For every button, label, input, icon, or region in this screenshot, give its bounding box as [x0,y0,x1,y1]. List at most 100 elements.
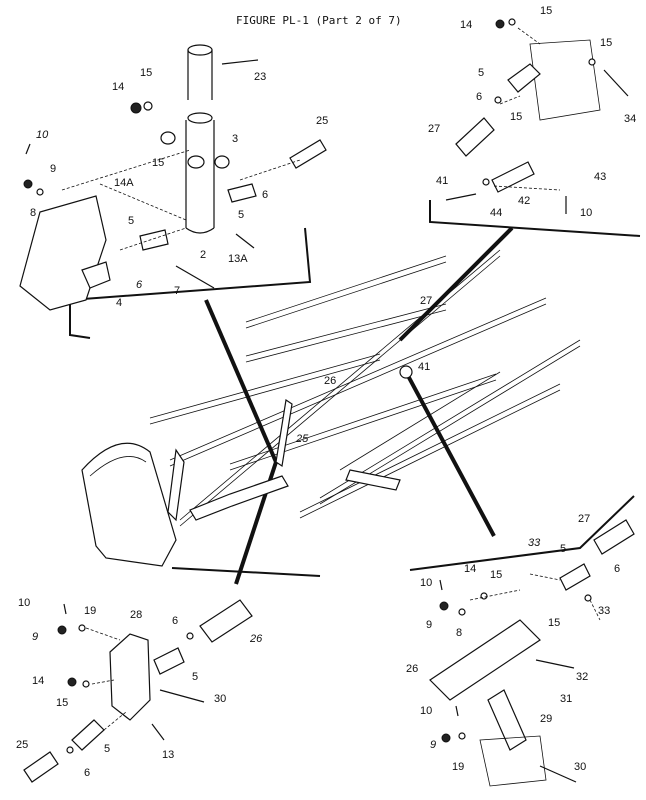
washer-8 [36,188,44,196]
callout-44: 44 [490,207,502,219]
rod-end-25 [289,139,327,169]
callout-14-br: 14 [464,563,476,575]
callout-8-br: 8 [456,627,462,639]
callout-27-br: 27 [578,513,590,525]
callout-5-bl: 5 [192,671,198,683]
panel-border-bl [171,567,321,577]
rod-end-26-bl [199,599,253,643]
bolt-30-bl [159,689,205,703]
callout-43: 43 [594,171,606,183]
callout-25-mid: 25 [295,433,309,445]
washer-15 [143,101,153,111]
callout-7: 7 [174,285,180,297]
callout-14a: 14A [114,177,134,189]
callout-42: 42 [518,195,530,207]
connector-tr [398,226,514,342]
rod-end-5-left [139,229,169,251]
callouts-bottom-right: 27 33 5 6 10 14 15 33 9 8 15 26 32 31 10… [406,513,620,773]
panel-border-tl-left [69,300,91,339]
callout-10-bl: 10 [18,597,30,609]
connector-tl [204,299,278,463]
callout-30-br: 30 [574,761,586,773]
callout-27-tr: 27 [428,123,440,135]
callout-13a: 13A [228,253,248,265]
callout-15b: 15 [152,157,164,169]
cotter-pin-10 [25,143,31,155]
bracket-housing [19,195,107,311]
callout-15: 15 [140,67,152,79]
rod-end-5-bl2 [71,719,105,751]
callout-10-tr: 10 [580,207,592,219]
callout-27-mid: 27 [420,295,432,307]
callout-14-bl: 14 [32,675,44,687]
callout-6-br: 6 [614,563,620,575]
control-tube [160,44,230,234]
callout-15-bl: 15 [56,697,68,709]
panel-border-tr [429,200,641,237]
callout-6-bl2: 6 [84,767,90,779]
callout-19-bl: 19 [84,605,96,617]
callout-9-br: 9 [426,619,432,631]
callout-26-br: 26 [406,663,418,675]
callout-9: 9 [50,163,56,175]
callout-15-tr: 15 [540,5,552,17]
bolt-7 [175,265,215,289]
callouts-top-left: 23 15 14 3 25 10 9 15 14A 8 6 5 5 2 13A … [30,67,328,309]
callout-9-br2: 9 [430,739,436,751]
panel-border-br [409,495,635,571]
bellcrank-29 [487,689,527,751]
callout-41-tr: 41 [436,175,448,187]
detail-bottom-right [409,495,635,787]
bolt-13-bl [151,723,165,741]
callout-10-br2: 10 [420,705,432,717]
callout-30-bl: 30 [214,693,226,705]
callout-15-br2: 15 [548,617,560,629]
pivot-41 [399,365,413,379]
callout-19-br: 19 [452,761,464,773]
bellcrank-42 [491,161,535,193]
bellcrank-4 [81,261,111,289]
center-assembly [81,226,581,585]
bolt-23 [221,59,259,65]
callout-15-br: 15 [490,569,502,581]
mount-block [479,735,547,787]
control-stick-2 [275,398,293,468]
callout-6: 6 [262,189,268,201]
callout-31: 31 [560,693,572,705]
callout-15-tr3: 15 [510,111,522,123]
callout-10: 10 [36,129,49,141]
callouts-top-right: 14 15 15 5 34 6 15 27 41 43 42 44 10 [428,5,636,219]
callout-34: 34 [624,113,636,125]
cotter-pin-10-br [439,579,443,591]
callout-9-bl: 9 [32,631,38,643]
seat-shell [81,442,177,567]
bolt-13a [235,233,255,249]
nut-14-tr [495,19,505,29]
bolt-30-br [539,765,577,783]
rod-end-25-bl [23,751,59,783]
detail-top-right [429,18,641,237]
callouts-center: 27 41 26 25 [295,295,432,445]
callout-14-tr: 14 [460,19,472,31]
mount-plate [529,39,601,121]
callout-29: 29 [540,713,552,725]
callout-10-br: 10 [420,577,432,589]
callout-5-bl2: 5 [104,743,110,755]
callout-3: 3 [232,133,238,145]
callout-8: 8 [30,207,36,219]
rod-end-5-br [559,563,591,591]
rod-end-5-tr [507,63,541,93]
rod-end-5-right [227,183,257,203]
callout-23: 23 [254,71,266,83]
callout-5: 5 [128,215,134,227]
callout-25-bl: 25 [16,739,28,751]
connector-br [404,371,496,537]
bellcrank-center [345,469,401,491]
callout-15-tr2: 15 [600,37,612,49]
detail-bottom-left [23,567,321,783]
callout-41-mid: 41 [418,361,430,373]
callout-25: 25 [316,115,328,127]
rod-end-26-br [429,619,541,701]
